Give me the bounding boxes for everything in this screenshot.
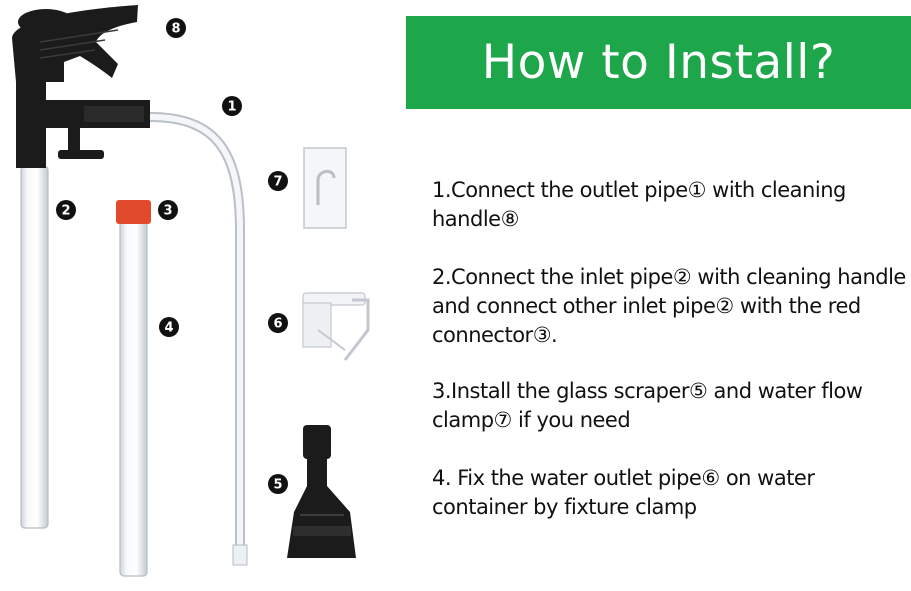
- outlet-pipe: [145, 112, 248, 566]
- header-banner: How to Install?: [406, 16, 911, 109]
- part-badge-8: 8: [166, 18, 186, 38]
- part-badge-7: 7: [268, 171, 288, 191]
- fixture-clamp: [302, 292, 370, 361]
- page-title: How to Install?: [481, 35, 836, 90]
- svg-text:2: 2: [61, 204, 70, 219]
- cleaning-handle: [12, 5, 150, 168]
- inlet-pipe-with-red-connector: [116, 200, 151, 577]
- part-badge-6: 6: [268, 313, 288, 333]
- install-step-3: 3.Install the glass scraper⑤ and water f…: [432, 379, 863, 432]
- part-badge-5: 5: [268, 474, 288, 494]
- svg-text:8: 8: [171, 22, 180, 37]
- svg-text:4: 4: [164, 321, 173, 336]
- inlet-pipe: [20, 165, 49, 529]
- svg-text:1: 1: [227, 100, 236, 115]
- part-badge-2: 2: [56, 200, 76, 220]
- glass-scraper: [287, 425, 356, 558]
- part-badge-1: 1: [222, 96, 242, 116]
- part-badge-3: 3: [158, 200, 178, 220]
- svg-text:6: 6: [273, 317, 282, 332]
- svg-text:7: 7: [273, 175, 282, 190]
- water-flow-clamp: [303, 147, 347, 229]
- install-step-2: 2.Connect the inlet pipe② with cleaning …: [432, 265, 906, 347]
- svg-text:3: 3: [163, 204, 172, 219]
- part-badge-4: 4: [159, 317, 179, 337]
- svg-text:5: 5: [273, 478, 282, 493]
- install-step-1: 1.Connect the outlet pipe① with cleaning…: [432, 178, 846, 231]
- install-step-4: 4. Fix the water outlet pipe⑥ on water c…: [432, 466, 815, 519]
